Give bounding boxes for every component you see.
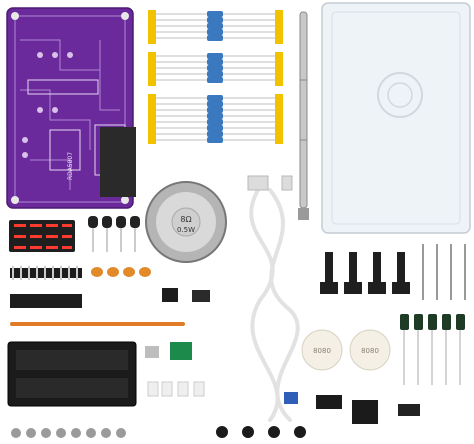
telescopic-antenna	[298, 11, 309, 220]
pad-label-2: 8080	[361, 347, 379, 355]
speaker: 8Ω 0.5W	[145, 181, 227, 263]
tall-pins	[422, 244, 466, 300]
battery-holder	[7, 341, 137, 407]
usb-cable	[247, 175, 300, 422]
headers-and-ics	[10, 266, 210, 308]
jumper-wire	[10, 322, 185, 326]
led-display-large	[100, 127, 136, 197]
transistors	[88, 216, 140, 252]
potentiometers	[320, 252, 410, 294]
speaker-power: 0.5W	[177, 226, 195, 234]
resistor-strip	[148, 10, 283, 144]
small-components	[11, 342, 420, 438]
adhesive-pads: 8080 8080	[301, 329, 391, 371]
pcb-label: RDA5807	[67, 152, 74, 180]
led-display-small	[9, 220, 75, 252]
electrolytic-capacitors	[400, 314, 465, 385]
pad-label-1: 8080	[313, 347, 331, 355]
speaker-impedance: 8Ω	[180, 215, 191, 224]
acrylic-case	[321, 2, 471, 234]
ceramic-capacitors	[91, 267, 151, 277]
